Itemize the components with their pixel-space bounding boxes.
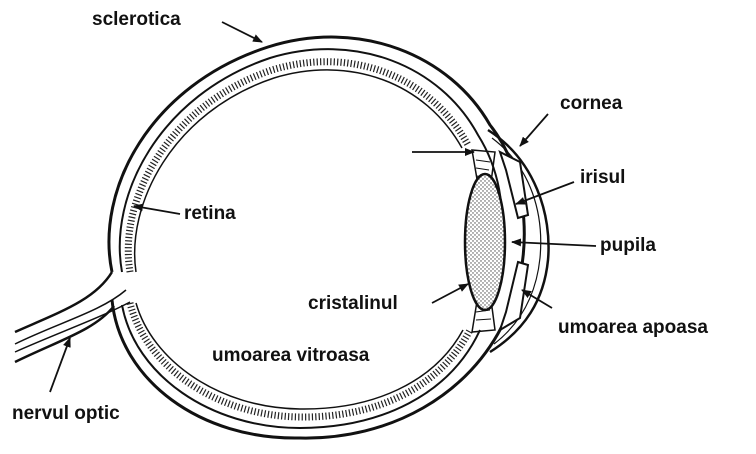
- label-sclerotica: sclerotica: [92, 10, 181, 29]
- arrow-cristalinul: [432, 284, 468, 303]
- arrow-nervul-optic: [50, 338, 70, 392]
- label-umoarea-vitroasa: umoarea vitroasa: [212, 346, 369, 365]
- label-irisul: irisul: [580, 168, 625, 187]
- iris-upper: [500, 152, 528, 218]
- label-cristalinul: cristalinul: [308, 294, 398, 313]
- label-nervul-optic: nervul optic: [12, 404, 120, 423]
- arrow-cornea: [520, 114, 548, 146]
- label-cornea: cornea: [560, 94, 622, 113]
- retina-band: [128, 62, 468, 272]
- arrow-sclerotica: [222, 22, 262, 42]
- label-pupila: pupila: [600, 236, 656, 255]
- label-umoarea-apoasa: umoarea apoasa: [558, 318, 708, 337]
- sclera-outer: [109, 37, 524, 438]
- sclera-inner: [120, 49, 502, 272]
- label-retina: retina: [184, 204, 236, 223]
- lens: [465, 174, 505, 310]
